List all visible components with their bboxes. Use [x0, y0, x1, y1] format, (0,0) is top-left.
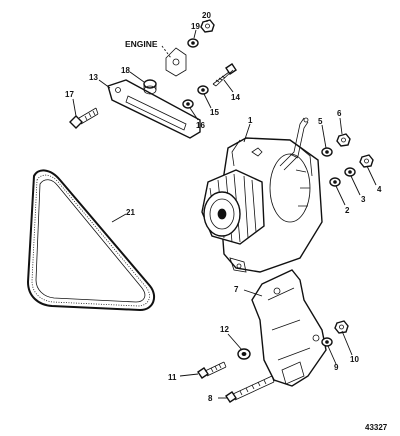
callout-labels: 1 2 3 4 5 6 7 8 9 10 11 12 13 14 15 16 1… — [65, 11, 382, 403]
bolt-8 — [225, 375, 275, 403]
mounting-bracket — [251, 269, 327, 387]
callout-20: 20 — [202, 11, 211, 20]
callout-10: 10 — [350, 355, 359, 364]
callout-7: 7 — [234, 285, 239, 294]
callout-21: 21 — [126, 208, 135, 217]
callout-12: 12 — [220, 325, 229, 334]
nut-20 — [200, 19, 215, 33]
callout-9: 9 — [334, 363, 339, 372]
callout-16: 16 — [196, 121, 205, 130]
bolt-17 — [69, 107, 99, 129]
callout-13: 13 — [89, 73, 98, 82]
bolt-14 — [212, 63, 237, 87]
callout-6: 6 — [337, 109, 342, 118]
callout-15: 15 — [210, 108, 219, 117]
washer-16 — [182, 99, 194, 109]
callout-2: 2 — [345, 206, 350, 215]
washer-9 — [321, 337, 333, 347]
nut-6 — [336, 133, 351, 147]
washer-12 — [237, 348, 251, 360]
spacer — [143, 79, 157, 95]
nut-10 — [334, 320, 349, 334]
drive-belt — [26, 169, 156, 312]
callout-8: 8 — [208, 394, 213, 403]
callout-1: 1 — [248, 116, 253, 125]
alternator — [201, 117, 323, 273]
engine-label: ENGINE — [125, 39, 158, 49]
nut-19 — [187, 38, 199, 48]
engine-mount-tab — [161, 45, 187, 77]
callout-3: 3 — [361, 195, 366, 204]
figure-number: 43327 — [365, 423, 388, 432]
callout-5: 5 — [318, 117, 323, 126]
adjusting-brace — [107, 79, 201, 139]
washer-3 — [344, 167, 356, 177]
callout-19: 19 — [191, 22, 200, 31]
callout-14: 14 — [231, 93, 240, 102]
washer-5 — [321, 147, 333, 157]
callout-4: 4 — [377, 185, 382, 194]
callout-18: 18 — [121, 66, 130, 75]
washer-2 — [329, 177, 341, 187]
bolt-11 — [197, 361, 227, 379]
callout-11: 11 — [168, 373, 177, 382]
washer-15 — [197, 85, 209, 95]
nut-4 — [359, 154, 374, 168]
leader-lines — [72, 20, 377, 399]
callout-17: 17 — [65, 90, 74, 99]
